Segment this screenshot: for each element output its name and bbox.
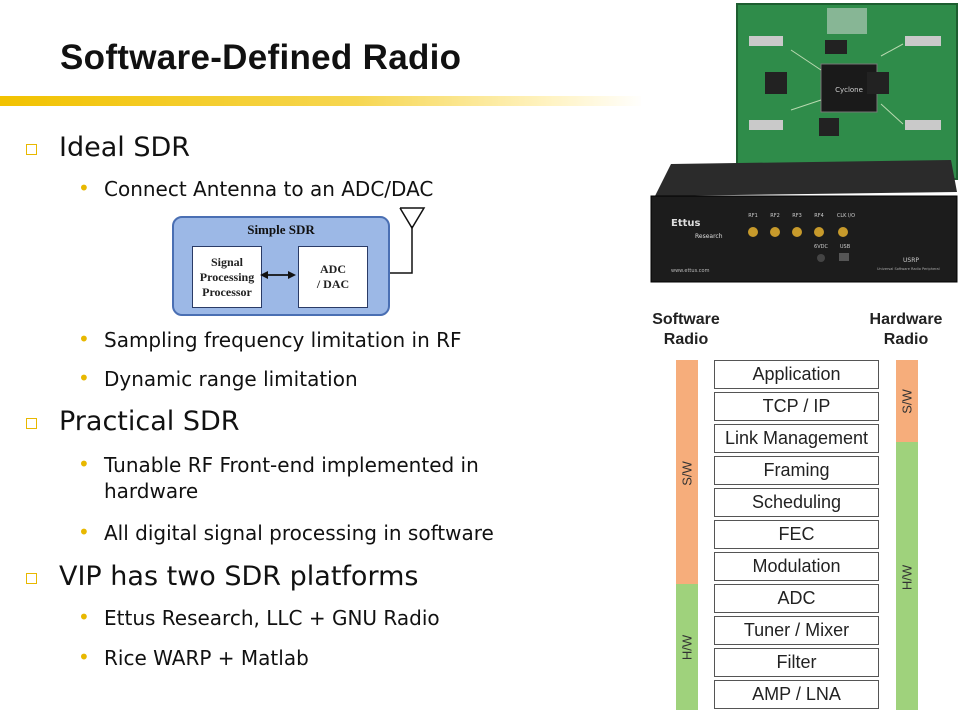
slide-title: Software-Defined Radio	[60, 38, 462, 77]
layer-fec: FEC	[714, 520, 879, 549]
layer-link-management: Link Management	[714, 424, 879, 453]
bullet-dot-icon: •	[78, 176, 90, 200]
software-bar-right	[896, 360, 918, 442]
hardware-bar-left	[676, 584, 698, 710]
hardware-label-right: H/W	[899, 564, 915, 591]
software-label-left: S/W	[679, 461, 695, 486]
svg-text:RF1: RF1	[748, 213, 758, 219]
layer-application: Application	[714, 360, 879, 389]
bullet-item: • All digital signal processing in softw…	[78, 520, 578, 546]
bullet-item: • Sampling frequency limitation in RF	[78, 327, 558, 353]
layer-amp-lna: AMP / LNA	[714, 680, 879, 709]
bullet-item-text: Connect Antenna to an ADC/DAC	[104, 177, 434, 201]
bullet-heading-text: Practical SDR	[59, 406, 240, 437]
square-bullet-icon	[26, 417, 37, 429]
bullet-heading-text: Ideal SDR	[59, 132, 191, 163]
bullet-heading: Practical SDR	[26, 406, 240, 437]
svg-text:Ettus: Ettus	[671, 218, 701, 229]
bullet-item: • Rice WARP + Matlab	[78, 645, 558, 671]
adc-dac-box: ADC / DAC	[298, 246, 368, 308]
bullet-item-text: Ettus Research, LLC + GNU Radio	[104, 606, 440, 630]
svg-text:Universal Software Radio Perip: Universal Software Radio Peripheral	[877, 267, 940, 271]
layer-modulation: Modulation	[714, 552, 879, 581]
layer-tcp-ip: TCP / IP	[714, 392, 879, 421]
layer-filter: Filter	[714, 648, 879, 677]
bullet-heading: VIP has two SDR platforms	[26, 561, 418, 592]
software-bar-left	[676, 360, 698, 584]
adc-dac-label: ADC / DAC	[316, 262, 350, 291]
bullet-item: • Tunable RF Front-end implemented in ha…	[78, 452, 558, 504]
software-label-right: S/W	[899, 389, 915, 414]
bullet-item-text: Sampling frequency limitation in RF	[104, 328, 462, 352]
svg-text:RF2: RF2	[770, 213, 780, 219]
bullet-heading-text: VIP has two SDR platforms	[59, 561, 419, 592]
usrp-device-illustration: Cyclone Ettus Research www.ettus.com RF1…	[650, 3, 958, 283]
software-radio-header: Software Radio	[652, 311, 720, 348]
usrp-photo: Cyclone Ettus Research www.ettus.com RF1…	[641, 0, 960, 290]
bullet-dot-icon: •	[78, 645, 90, 669]
hardware-bar-right	[896, 442, 918, 710]
rf-ports: RF1 RF2 RF3 RF4 CLK I/O	[748, 213, 855, 237]
layer-framing: Framing	[714, 456, 879, 485]
bullet-item: • Ettus Research, LLC + GNU Radio	[78, 605, 558, 631]
bullet-dot-icon: •	[78, 366, 90, 390]
svg-text:www.ettus.com: www.ettus.com	[671, 268, 710, 274]
svg-text:RF4: RF4	[814, 213, 824, 219]
signal-processor-box: Signal Processing Processor	[192, 246, 262, 308]
title-underline-bar	[0, 96, 645, 106]
bullet-heading: Ideal SDR	[26, 132, 190, 163]
bullet-item-text: Dynamic range limitation	[104, 367, 358, 391]
bullet-item: • Connect Antenna to an ADC/DAC	[78, 176, 558, 202]
svg-text:RF3: RF3	[792, 213, 802, 219]
hardware-label-left: H/W	[679, 634, 695, 661]
bullet-dot-icon: •	[78, 605, 90, 629]
svg-text:CLK I/O: CLK I/O	[837, 213, 855, 219]
usrp-enclosure	[650, 195, 958, 283]
hardware-radio-header: Hardware Radio	[869, 311, 943, 348]
simple-sdr-title: Simple SDR	[247, 222, 315, 237]
bullet-item-text: All digital signal processing in softwar…	[104, 521, 494, 545]
antenna-icon	[399, 207, 426, 230]
svg-text:USB: USB	[840, 244, 851, 250]
bullet-item-text: Rice WARP + Matlab	[104, 646, 309, 670]
bullet-dot-icon: •	[78, 452, 90, 476]
square-bullet-icon	[26, 572, 37, 584]
bullet-item-text: Tunable RF Front-end implemented in hard…	[104, 453, 479, 503]
layer-adc: ADC	[714, 584, 879, 613]
svg-text:Cyclone: Cyclone	[835, 86, 863, 94]
square-bullet-icon	[26, 143, 37, 155]
bullet-dot-icon: •	[78, 520, 90, 544]
svg-text:USRP: USRP	[903, 257, 919, 264]
layer-tuner-mixer: Tuner / Mixer	[714, 616, 879, 645]
simple-sdr-diagram: Simple SDR Signal Processing Processor A…	[172, 216, 390, 316]
svg-text:Research: Research	[695, 233, 723, 240]
layer-scheduling: Scheduling	[714, 488, 879, 517]
svg-text:6VDC: 6VDC	[814, 244, 828, 250]
bullet-item: • Dynamic range limitation	[78, 366, 558, 392]
signal-processor-label: Signal Processing Processor	[199, 254, 255, 299]
bullet-dot-icon: •	[78, 327, 90, 351]
